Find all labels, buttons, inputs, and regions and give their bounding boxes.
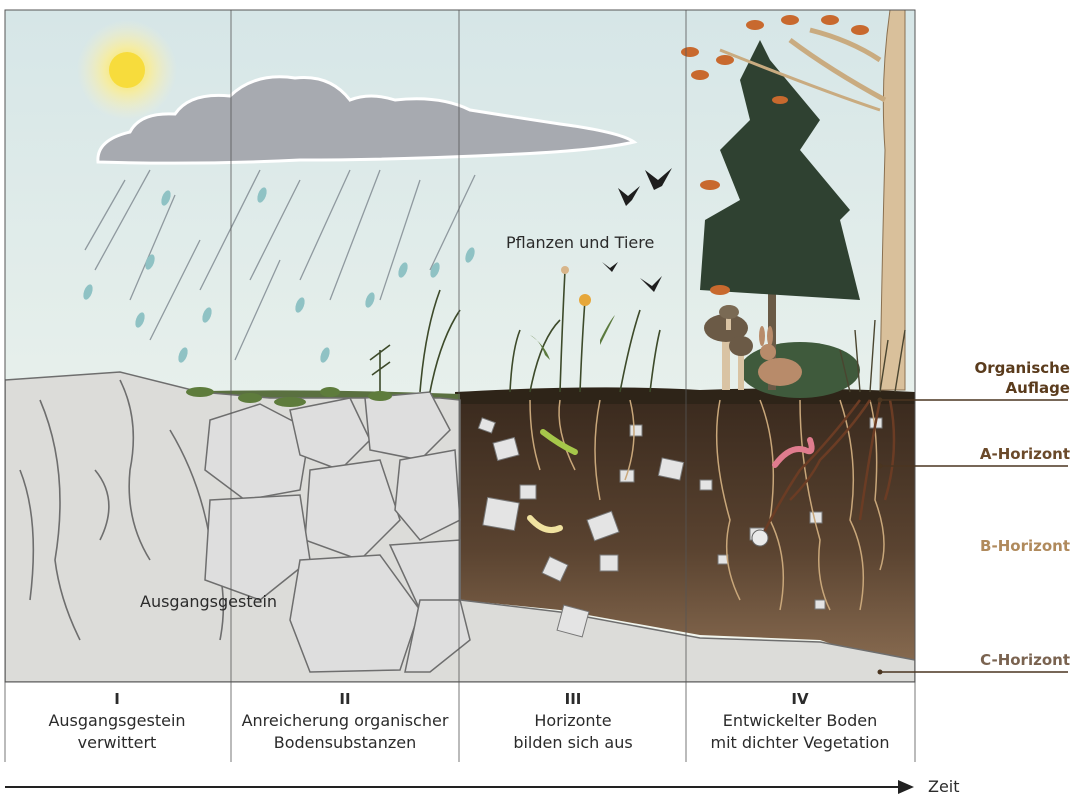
stage-caption-3: III Horizonte bilden sich aus	[459, 688, 687, 754]
birds	[602, 168, 672, 292]
rain	[84, 169, 476, 361]
illustration-frame	[4, 9, 916, 683]
plants-animals-label: Pflanzen und Tiere	[506, 233, 655, 252]
leaves	[681, 15, 869, 295]
sun	[109, 52, 145, 88]
stage-line2: verwittert	[77, 733, 157, 752]
organic-layer	[455, 387, 915, 404]
stage-line1: Horizonte	[534, 711, 612, 730]
stage-caption-1: I Ausgangsgestein verwittert	[3, 688, 231, 754]
grass-iv	[839, 319, 906, 393]
grub	[527, 515, 563, 533]
horizon-label-organic: Organische Auflage	[974, 359, 1070, 397]
moss	[186, 387, 392, 407]
earthworm	[772, 437, 815, 468]
rabbit	[758, 326, 802, 386]
stage-line1: Ausgangsgestein	[48, 711, 186, 730]
horizon-label-b: B-Horizont	[980, 537, 1070, 555]
stage-line2: Bodensubstanzen	[273, 733, 417, 752]
horizon-label-a: A-Horizont	[979, 445, 1070, 463]
plants	[369, 269, 661, 393]
stage-line1: Entwickelter Boden	[722, 711, 878, 730]
caterpillar	[540, 429, 578, 455]
stage-caption-4: IV Entwickelter Boden mit dichter Vegeta…	[686, 688, 914, 754]
stage-line1: Anreicherung organischer	[241, 711, 449, 730]
cloud	[96, 75, 638, 165]
bedrock-label: Ausgangsgestein	[140, 592, 278, 611]
stage-line2: mit dichter Vegetation	[710, 733, 890, 752]
stage-line2: bilden sich aus	[513, 733, 633, 752]
snail-shell	[751, 529, 769, 547]
deciduous-tree	[719, 10, 906, 391]
stage-number: II	[339, 690, 351, 708]
tree-roots	[758, 399, 896, 541]
time-axis-label: Zeit	[928, 777, 960, 796]
mushrooms	[704, 305, 753, 390]
stage-number: III	[564, 690, 582, 708]
horizon-leaders	[880, 399, 1068, 673]
stage-caption-2: II Anreicherung organischer Bodensubstan…	[231, 688, 459, 754]
raindrops	[83, 187, 475, 363]
horizon-label-c: C-Horizont	[980, 651, 1070, 669]
stage-number: IV	[791, 690, 809, 708]
stage-number: I	[114, 690, 120, 708]
stage-dividers	[230, 10, 687, 762]
